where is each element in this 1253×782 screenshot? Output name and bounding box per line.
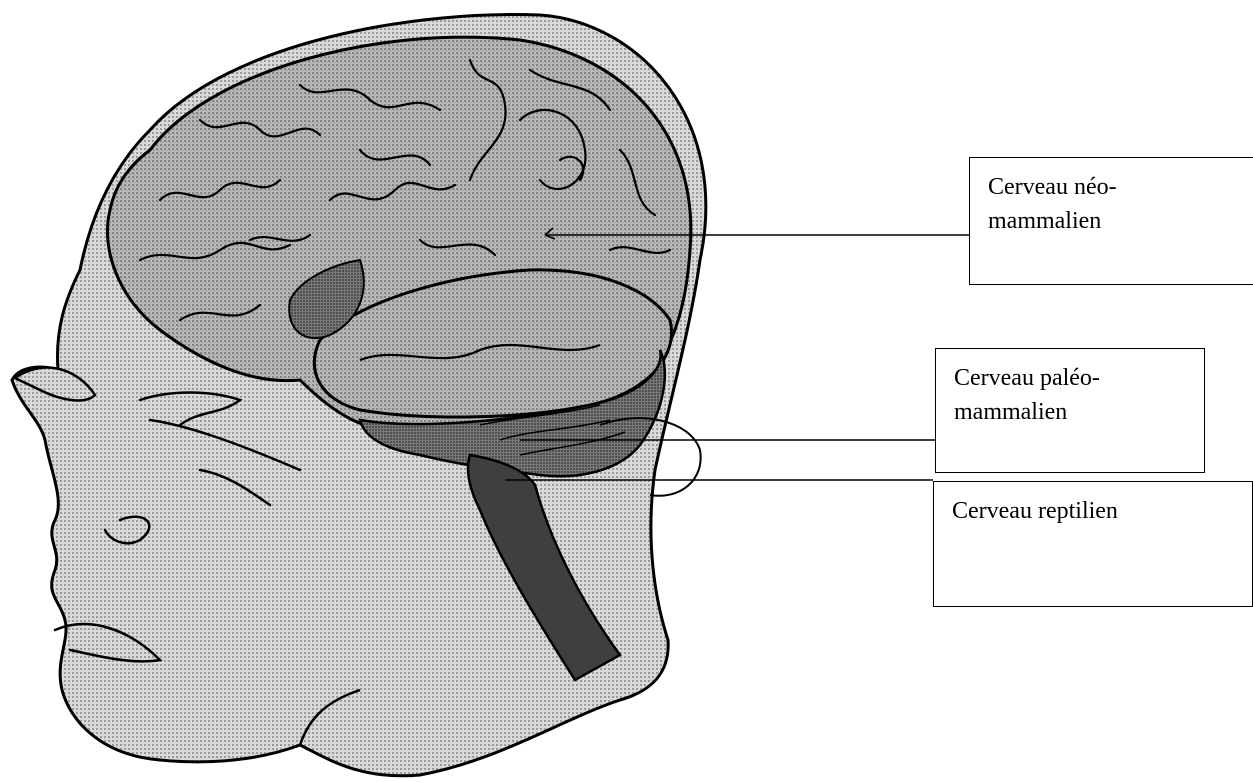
label-paleo-mammalian: Cerveau paléo- mammalien <box>935 348 1205 473</box>
label-reptilian: Cerveau reptilien <box>933 481 1253 607</box>
label-neo-mammalian: Cerveau néo- mammalien <box>969 157 1253 285</box>
